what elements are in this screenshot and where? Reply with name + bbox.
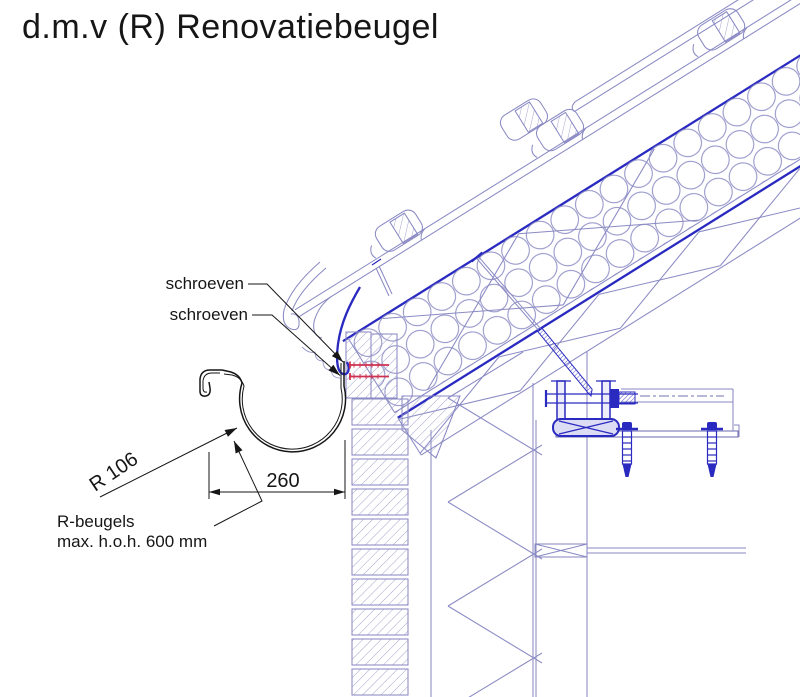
arrowhead [224,428,237,437]
label-schroeven-bottom: schroeven [169,305,248,324]
tile-end-curl [282,261,321,331]
long-fixing-screw [470,251,593,398]
insulation-layer [348,30,800,413]
gutter-profile [199,361,347,453]
tile-clip [370,209,426,259]
fascia-screws-red [349,361,389,380]
arrowhead [209,488,220,496]
label-bracket-note-line1: R-beugels [57,512,135,531]
cavity-insulation-zigzag [447,351,543,697]
arrowhead [328,364,340,376]
tile-clip [692,8,748,58]
label-dimension-260: 260 [266,470,300,492]
tilting-fillet [370,333,398,399]
arrowhead [334,488,345,496]
leader-schroeven-top [248,283,344,363]
leader-radius [99,427,238,498]
tile-clip [531,108,587,158]
arrowhead [331,350,343,362]
tile-clip-upper-course [499,98,549,141]
leader-schroeven-bottom [252,314,341,376]
leader-bracket-note [213,440,263,527]
ceiling-batten [534,543,588,558]
label-bracket-note-line2: max. h.o.h. 600 mm [57,532,208,551]
screw-thread [537,327,593,398]
arrowhead [234,441,243,454]
bracket-strap [335,286,361,376]
label-schroeven-top: schroeven [165,274,244,293]
wall-plate-wedge [401,395,461,459]
eaves-comb [301,346,341,379]
wall-structure [351,351,746,697]
brick-masonry [351,398,409,696]
renovation-bracket [544,380,740,477]
eaves-detail [282,258,398,399]
anchor-plug [616,422,638,477]
screw-head [470,251,484,263]
bolt-nut [610,389,619,408]
gutter-bead [199,369,222,397]
annotations [99,283,346,527]
anchor-plug [701,422,723,477]
page-title: d.m.v (R) Renovatiebeugel [22,8,439,46]
